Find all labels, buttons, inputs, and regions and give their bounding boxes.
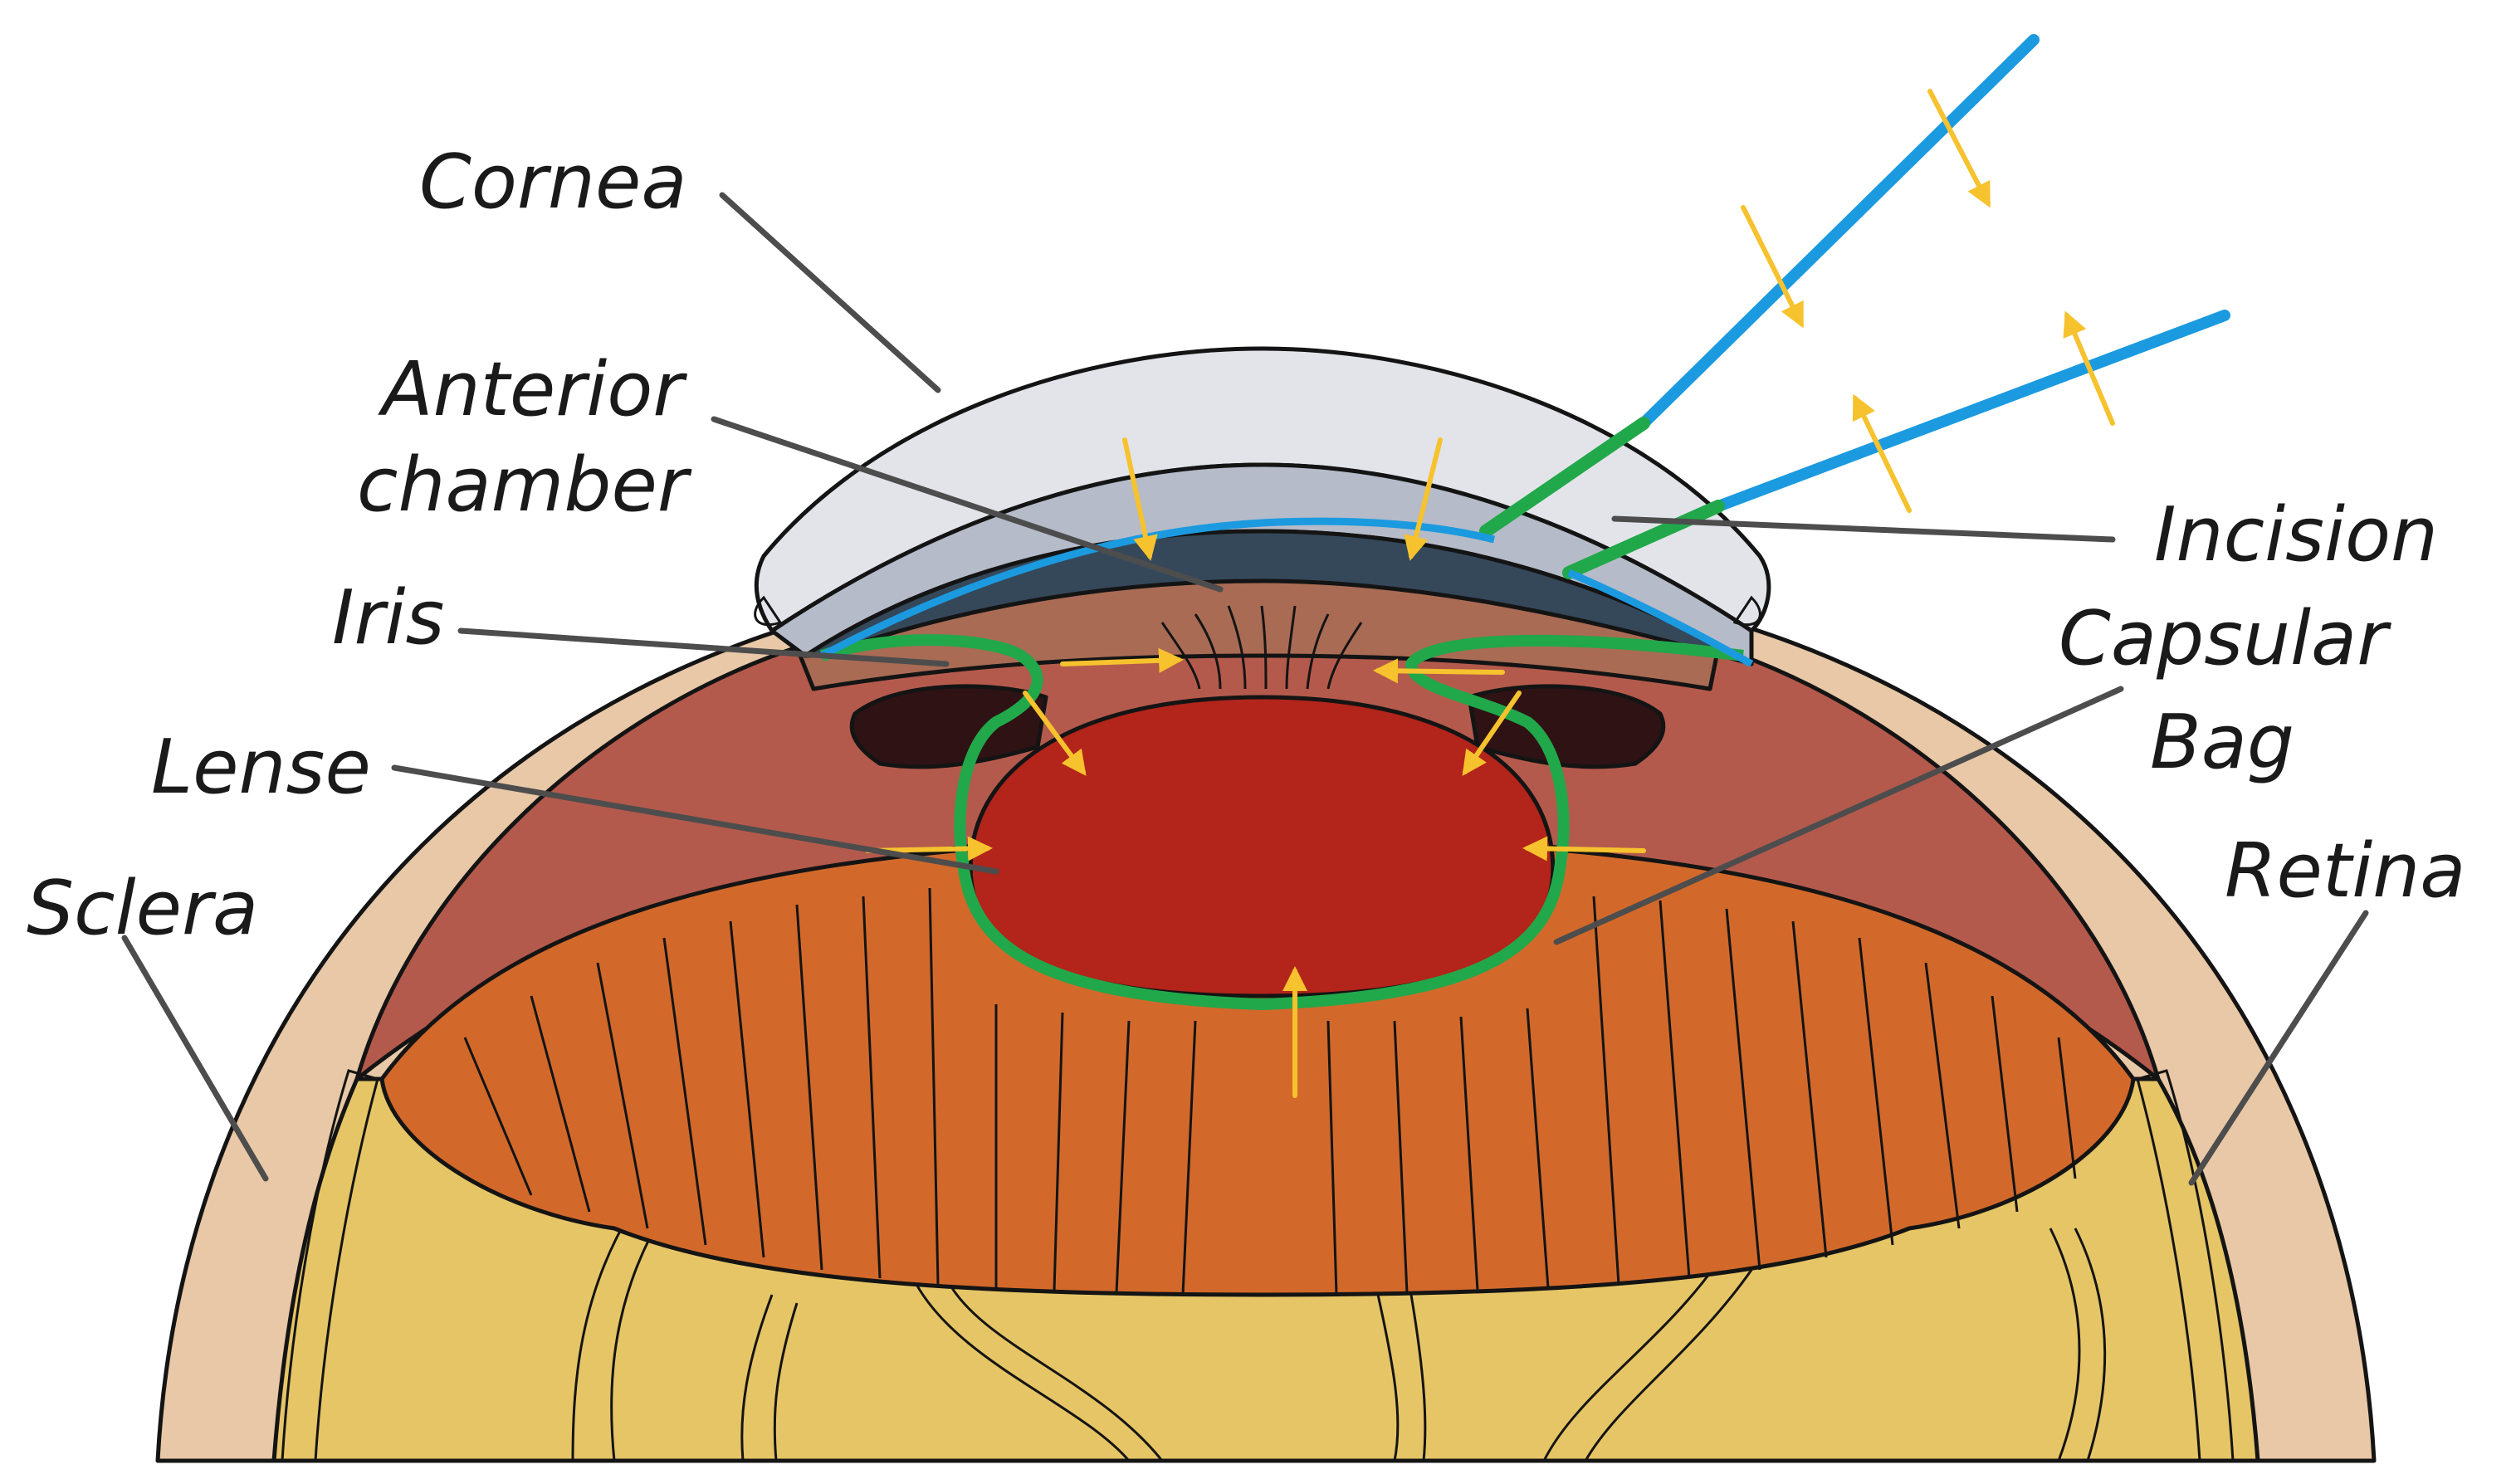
label-lense: Lense (151, 724, 371, 811)
vitreous-fiber (911, 1277, 1164, 1462)
label-bag: Bag (2150, 699, 2294, 786)
leader-cornea (719, 192, 941, 393)
leader-retina (2188, 910, 2369, 1186)
retina-left (281, 1069, 379, 1462)
posterior-pocket-right (1467, 684, 1666, 769)
lens-fiber-lines (463, 887, 2077, 1296)
label-iris: Iris (332, 574, 444, 661)
leader-lense (391, 764, 999, 875)
force-arrows (865, 89, 2115, 1098)
cornea-incision-line (819, 517, 1754, 667)
vitreous-fiber (1542, 1261, 1753, 1462)
leader-anterior-chamber (711, 416, 1224, 593)
vitreous-fiber (1376, 1294, 1427, 1462)
retina-right (2136, 1069, 2235, 1462)
instrument-2 (1712, 310, 2230, 512)
label-retina: Retina (2225, 827, 2465, 915)
lens-nucleus (968, 695, 1556, 998)
label-cornea: Cornea (419, 139, 686, 226)
leader-sclera (121, 935, 269, 1182)
vitreous-fiber (571, 1211, 666, 1462)
vitreous-fiber (740, 1294, 799, 1462)
vitreous-fiber (2049, 1228, 2107, 1462)
posterior-pocket-left (849, 684, 1048, 769)
leader-capsular-bag (1553, 686, 2124, 945)
label-sclera: Sclera (27, 865, 258, 952)
leader-incision (1611, 515, 2116, 543)
label-anterior: Anterior (378, 346, 687, 433)
limbus-left (754, 595, 783, 627)
label-incision: Incision (2154, 491, 2438, 578)
leader-iris (457, 627, 950, 667)
label-capsular: Capsular (2059, 595, 2391, 682)
instrument-1-tip (1479, 417, 1650, 538)
limbus-right (1732, 595, 1761, 627)
instrument-2-tip (1562, 500, 1725, 579)
instrument-1 (1638, 34, 2040, 429)
iris-fibers (1160, 605, 1363, 690)
label-chamber: chamber (357, 442, 692, 529)
